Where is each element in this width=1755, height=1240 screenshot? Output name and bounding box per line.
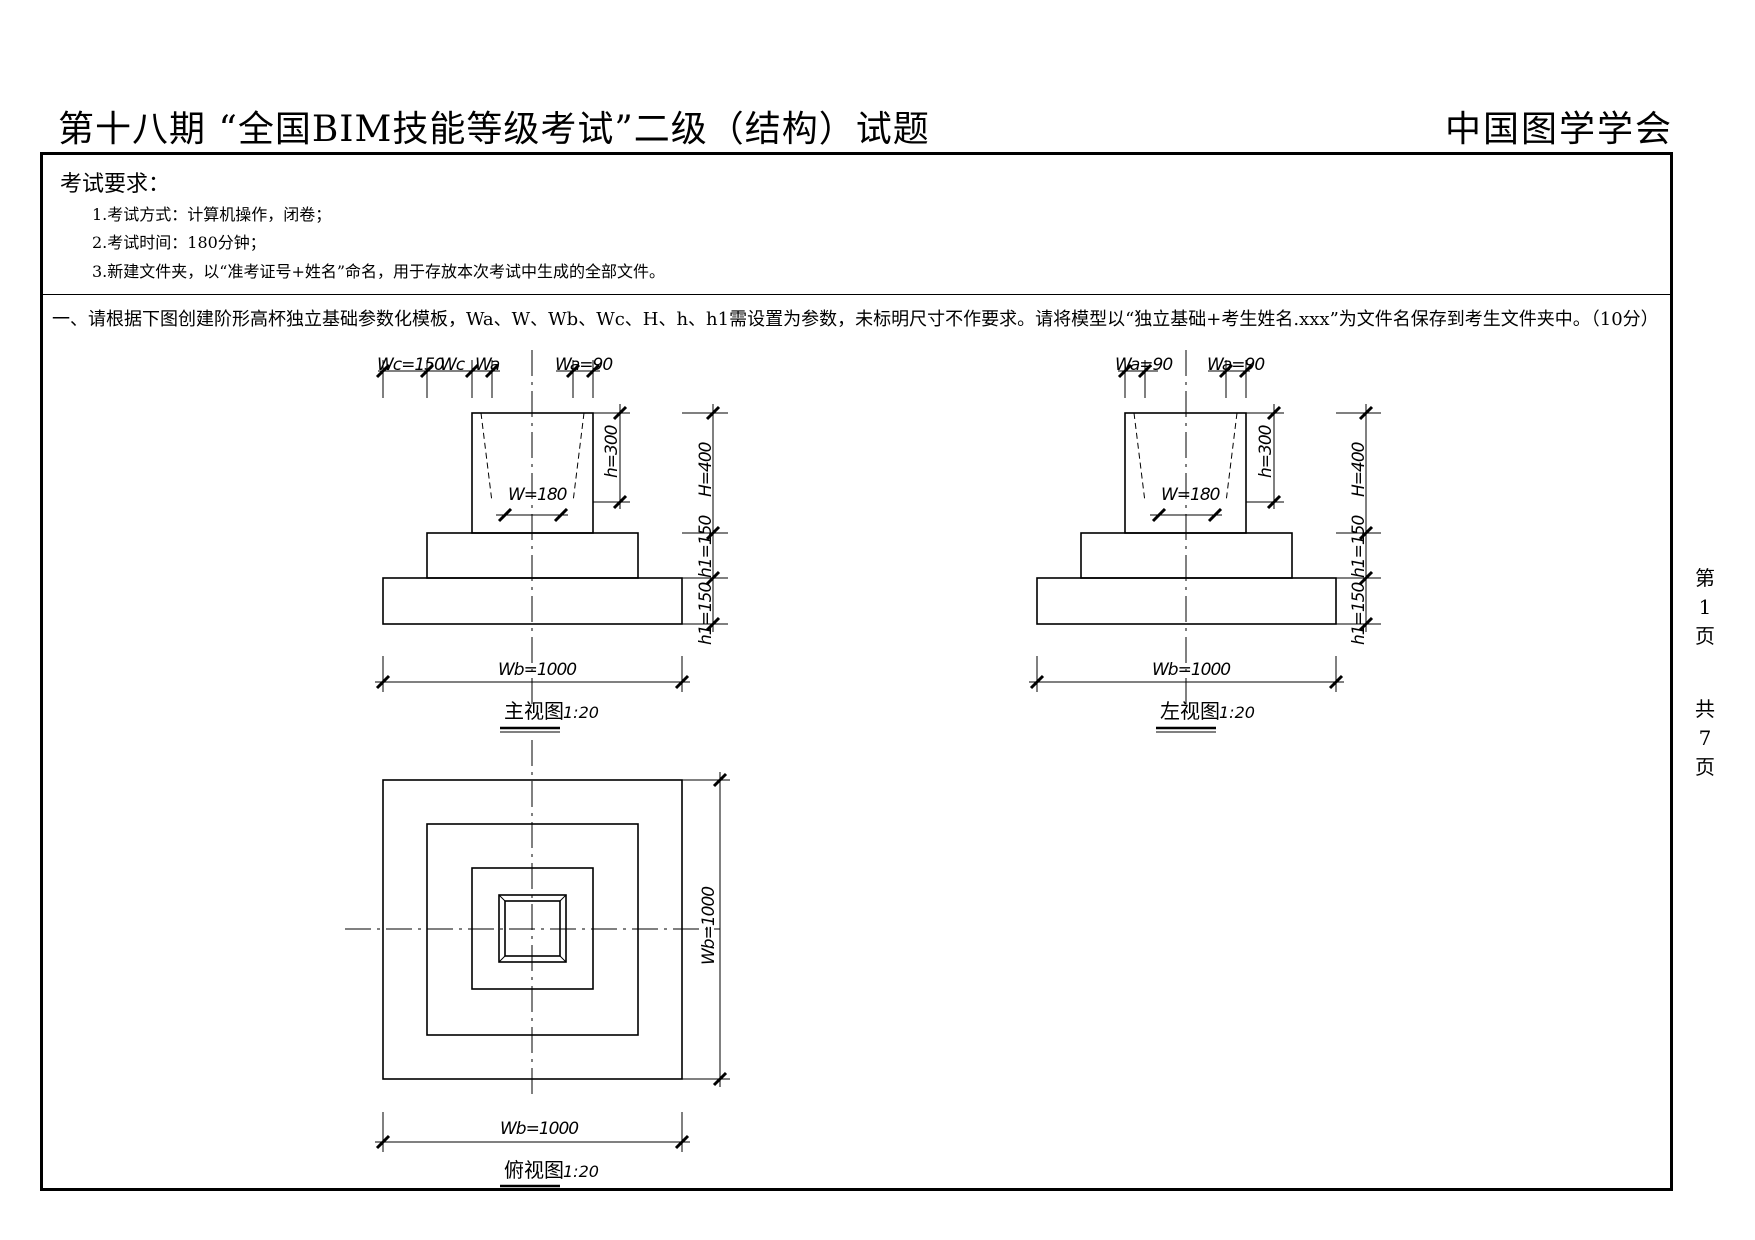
dim-label: Wc=150 — [377, 355, 444, 375]
page-label-ye: 页 — [1695, 624, 1715, 648]
requirement-item: 3.新建文件夹，以“准考证号+姓名”命名，用于存放本次考试中生成的全部文件。 — [92, 262, 666, 281]
requirements-heading: 考试要求： — [60, 172, 171, 197]
page-label-gong: 共 — [1695, 697, 1715, 721]
dim-label: h=300 — [602, 425, 622, 478]
dim-label: H=400 — [1349, 442, 1369, 497]
front-view-labels: Wc=150 Wc Wa Wa=90 W=180 h=300 H=400 h1=… — [377, 355, 716, 723]
dim-label: Wb=1000 — [1152, 660, 1230, 680]
dim-label: Wc — [440, 355, 466, 375]
cup-hidden-line — [572, 412, 585, 503]
left-view — [1029, 350, 1381, 733]
organization-name: 中国图学学会 — [1444, 109, 1673, 150]
section-divider — [40, 294, 1673, 295]
step-lower — [382, 577, 683, 625]
dim-label: W=180 — [1161, 485, 1220, 505]
dim-label: h1=150 — [696, 583, 716, 645]
view-caption: 俯视图 — [504, 1158, 564, 1182]
dim-label: H=400 — [696, 442, 716, 497]
dim-label: h=300 — [1256, 425, 1276, 478]
dim-label: Wa=90 — [1115, 355, 1172, 375]
dim-label: h1=150 — [696, 516, 716, 578]
front-view — [375, 350, 728, 733]
dim-label: Wa=90 — [555, 355, 612, 375]
question-text: 一、请根据下图创建阶形高杯独立基础参数化模板，Wa、W、Wb、Wc、H、h、h1… — [52, 309, 1659, 330]
page-current: 1 — [1698, 595, 1712, 619]
dim-label: W=180 — [508, 485, 567, 505]
base-outline — [382, 779, 683, 1080]
dim-label: Wb=1000 — [498, 660, 576, 680]
page-label-ye: 页 — [1695, 755, 1715, 779]
view-caption: 主视图 — [504, 699, 564, 723]
cup-hidden-line — [480, 412, 493, 503]
dim-label: Wb=1000 — [500, 1119, 578, 1139]
requirement-item: 1.考试方式：计算机操作，闭卷； — [92, 205, 332, 224]
dim-label: h1=150 — [1349, 583, 1369, 645]
dim-label: h1=150 — [1349, 516, 1369, 578]
drawing-frame — [40, 152, 1673, 1191]
view-scale: 1:20 — [563, 1162, 599, 1181]
view-scale: 1:20 — [563, 703, 599, 722]
cup-inner — [504, 900, 561, 957]
dim-label: Wb=1000 — [699, 887, 719, 965]
requirement-item: 2.考试时间：180分钟； — [92, 233, 266, 252]
dim-label: Wa=90 — [1207, 355, 1264, 375]
view-caption: 左视图 — [1160, 699, 1220, 723]
page-total: 7 — [1698, 726, 1712, 750]
top-view — [345, 740, 730, 1191]
dim-label: Wa — [475, 355, 500, 375]
left-view-labels: Wa=90 Wa=90 W=180 h=300 H=400 h1=150 h1=… — [1115, 355, 1369, 723]
step-outline — [426, 823, 639, 1036]
cup-outer — [498, 894, 567, 963]
page-indicator: 第 1 页 共 7 页 — [1693, 564, 1717, 782]
page-label-di: 第 — [1695, 566, 1715, 590]
pedestal-outline — [471, 867, 594, 990]
top-view-labels: Wb=1000 Wb=1000 俯视图 1:20 — [500, 887, 719, 1182]
view-scale: 1:20 — [1219, 703, 1255, 722]
step-lower — [1036, 577, 1337, 625]
page-title: 第十八期 “全国BIM技能等级考试”二级（结构）试题 — [58, 109, 930, 150]
